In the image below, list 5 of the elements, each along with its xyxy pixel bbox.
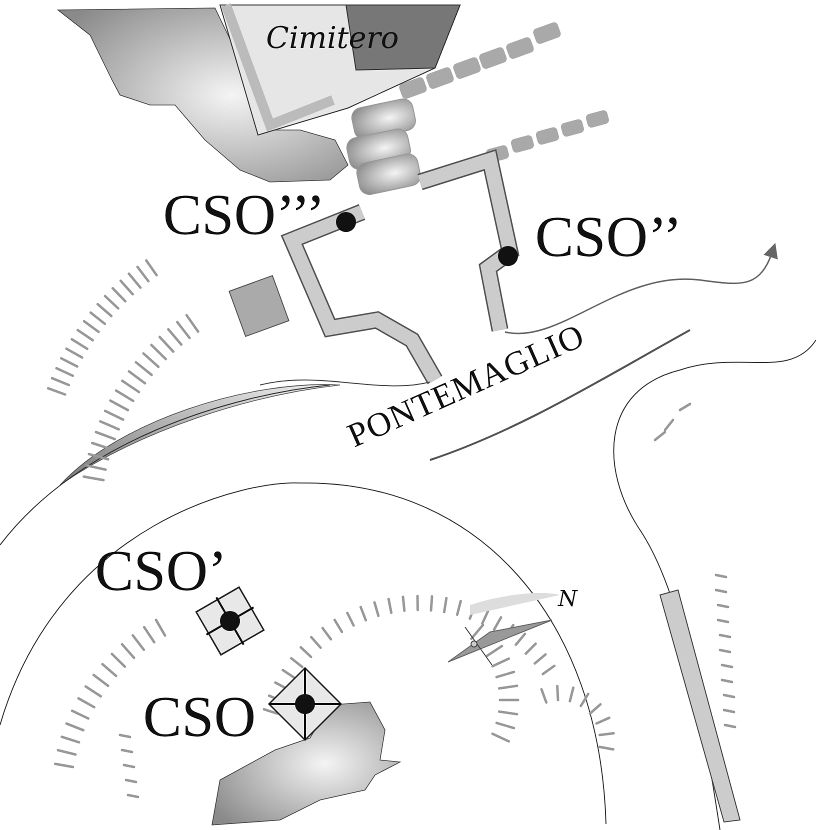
site-label: CSO’’ [535, 208, 682, 266]
site-label: CSO [143, 688, 256, 746]
site-label: CSO’ [95, 542, 228, 600]
north-label: N [558, 589, 578, 611]
site-label: CSO’’’ [163, 186, 326, 244]
